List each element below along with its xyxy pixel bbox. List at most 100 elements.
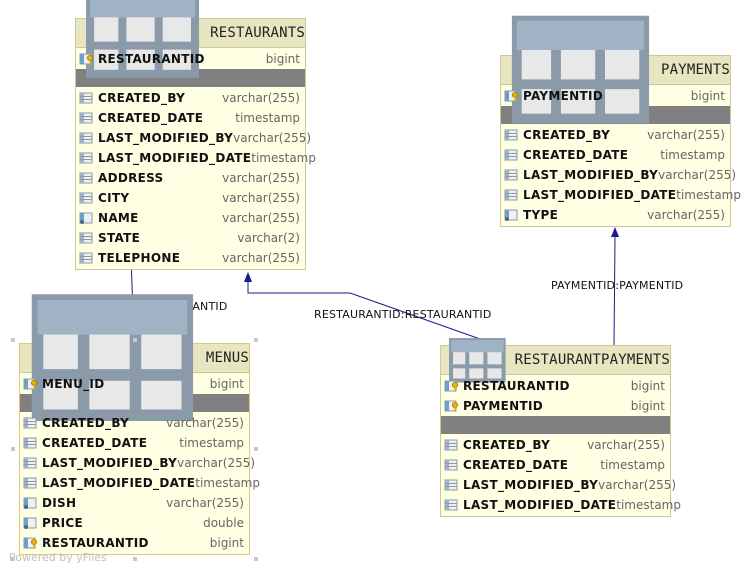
- table-header[interactable]: PAYMENTS: [501, 16, 730, 124]
- column-type: varchar(255): [222, 191, 300, 205]
- column-row[interactable]: CREATED_DATE timestamp: [501, 145, 730, 165]
- column-name: TELEPHONE: [98, 251, 181, 265]
- primary-key-icon: [504, 90, 518, 102]
- column-name: CREATED_DATE: [523, 148, 629, 162]
- selection-handle[interactable]: [254, 557, 258, 561]
- column-type: timestamp: [195, 476, 260, 490]
- column-name: TYPE: [523, 208, 559, 222]
- column-name: LAST_MODIFIED_BY: [98, 131, 234, 145]
- table-header[interactable]: RESTAURANTS: [76, 0, 305, 78]
- selection-handle[interactable]: [254, 338, 258, 342]
- table-icon: [449, 337, 506, 383]
- column-name: DISH: [42, 496, 77, 510]
- key-separator: [441, 416, 670, 434]
- column-type: varchar(255): [587, 438, 665, 452]
- column-type: varchar(255): [658, 168, 737, 182]
- primary-key-row[interactable]: PAYMENTID bigint: [441, 396, 670, 416]
- foreign-key-column-icon: [504, 209, 518, 221]
- edge-rp-payments[interactable]: [613, 236, 616, 346]
- selection-handle[interactable]: [11, 557, 15, 561]
- column-name: CREATED_DATE: [42, 436, 148, 450]
- column-icon: [444, 439, 458, 451]
- column-icon: [504, 129, 518, 141]
- table-icon: [86, 0, 200, 78]
- column-row[interactable]: NAME varchar(255): [76, 208, 305, 228]
- primary-key-row[interactable]: RESTAURANTID bigint: [441, 376, 670, 396]
- column-type: varchar(255): [598, 478, 677, 492]
- column-type: bigint: [209, 377, 244, 391]
- column-name: LAST_MODIFIED_BY: [463, 478, 599, 492]
- column-icon: [504, 189, 518, 201]
- column-name: CITY: [98, 191, 130, 205]
- selection-handle[interactable]: [11, 447, 15, 451]
- column-row[interactable]: CITY varchar(255): [76, 188, 305, 208]
- column-name: STATE: [98, 231, 141, 245]
- column-type: varchar(255): [177, 456, 256, 470]
- selection-handle[interactable]: [133, 557, 137, 561]
- column-type: double: [203, 516, 244, 530]
- watermark: Powered by yFiles: [9, 551, 107, 564]
- edge-rp-payments-arrow: [611, 227, 619, 237]
- table-title: MENUS: [205, 350, 249, 366]
- table-header[interactable]: RESTAURANTPAYMENTS: [441, 337, 670, 383]
- column-icon: [444, 459, 458, 471]
- column-name: LAST_MODIFIED_DATE: [463, 498, 617, 512]
- primary-key-icon: [444, 380, 458, 392]
- primary-key-icon: [23, 378, 37, 390]
- column-type: bigint: [630, 379, 665, 393]
- selection-handle[interactable]: [11, 338, 15, 342]
- selection-handle[interactable]: [133, 338, 137, 342]
- table-header[interactable]: MENUS: [20, 294, 249, 422]
- column-name: CREATED_DATE: [463, 458, 569, 472]
- column-icon: [79, 152, 93, 164]
- column-type: bigint: [630, 399, 665, 413]
- column-name: ADDRESS: [98, 171, 164, 185]
- column-name: RESTAURANTID: [98, 52, 205, 66]
- primary-key-icon: [79, 53, 93, 65]
- column-icon: [79, 252, 93, 264]
- column-icon: [23, 457, 37, 469]
- selection-handle[interactable]: [254, 447, 258, 451]
- column-name: LAST_MODIFIED_BY: [42, 456, 178, 470]
- table-title: RESTAURANTS: [210, 25, 305, 41]
- table-icon: [31, 294, 194, 422]
- column-name: PAYMENTID: [523, 89, 604, 103]
- edge-label-rp-restaurants: RESTAURANTID:RESTAURANTID: [314, 308, 492, 321]
- column-type: timestamp: [660, 148, 725, 162]
- column-name: NAME: [98, 211, 139, 225]
- column-name: LAST_MODIFIED_DATE: [523, 188, 677, 202]
- column-type: varchar(255): [222, 211, 300, 225]
- edge-rp-restaurants[interactable]: [247, 282, 498, 346]
- column-name: PAYMENTID: [463, 399, 544, 413]
- column-name: RESTAURANTID: [463, 379, 570, 393]
